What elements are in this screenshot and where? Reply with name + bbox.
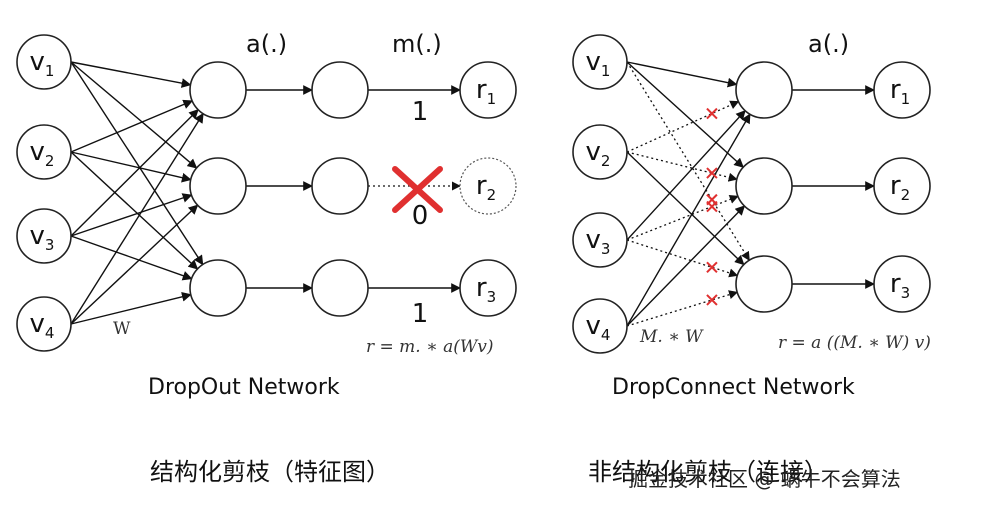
dropped-connection-marks (706, 107, 718, 306)
mask-value-2: 0 (412, 201, 429, 231)
dc-hidden-node-2 (735, 157, 793, 215)
input-label-v4: v4 (30, 309, 55, 342)
hidden-node-1 (189, 61, 247, 119)
w-edge-2-1 (70, 99, 194, 153)
dropped-connection-4-cross-icon (706, 200, 718, 213)
dropconnect-nodes: v1 v2 v3 v4 r1 r2 r3 (572, 34, 931, 354)
dropout-formula: r = m. ∗ a(Wv) (366, 337, 494, 357)
dropconnect-edges (626, 61, 875, 327)
connection-2-1 (626, 100, 740, 153)
dc-input-label-v4: v4 (586, 311, 611, 344)
connection-2-3 (626, 151, 745, 266)
dropout-title: DropOut Network (148, 375, 340, 400)
hidden-node-3 (189, 259, 247, 317)
dropped-connection-6-cross-icon (706, 294, 718, 306)
dc-output-label-r1: r1 (890, 75, 910, 108)
dc-input-node-v3 (572, 212, 628, 268)
output-label-r3: r3 (476, 273, 496, 306)
output-node-r1 (459, 61, 517, 119)
w-edge-1-3 (70, 61, 204, 266)
w-edge-1-1 (70, 61, 192, 88)
dc-input-node-v1 (572, 34, 628, 90)
w-edge-4-2 (70, 204, 199, 325)
dc-input-node-v4 (572, 298, 628, 354)
dc-output-label-r2: r2 (890, 171, 910, 204)
dropout-edges (70, 61, 461, 325)
w-edge-1-2 (70, 61, 198, 169)
dc-hidden-node-1 (735, 61, 793, 119)
output-label-r1: r1 (476, 75, 496, 108)
connection-1-2 (626, 61, 744, 168)
output-label-r2: r2 (476, 171, 496, 204)
activation-node-3 (311, 259, 369, 317)
dropped-connection-5-cross-icon (706, 261, 718, 273)
input-node-v2 (16, 124, 72, 180)
dropout-activation-label: a(.) (246, 30, 287, 58)
dropconnect-formula: r = a ((M. ∗ W) v) (778, 333, 931, 353)
connection-1-1 (626, 61, 738, 88)
dropconnect-activation-label: a(.) (808, 30, 849, 58)
w-edge-2-3 (70, 151, 199, 270)
dropped-connection-2-cross-icon (706, 107, 718, 120)
dc-output-node-r1 (873, 61, 931, 119)
connection-3-1 (626, 109, 746, 241)
dc-hidden-node-3 (735, 255, 793, 313)
dc-input-label-v3: v3 (586, 225, 611, 258)
connection-2-2 (626, 151, 738, 182)
connection-4-1 (626, 113, 751, 327)
dropconnect-weight-label: M. ∗ W (639, 327, 704, 347)
w-edge-4-1 (70, 112, 204, 325)
dc-output-label-r3: r3 (890, 269, 910, 302)
dropout-caption: 结构化剪枝（特征图） (150, 458, 390, 486)
input-label-v3: v3 (30, 221, 55, 254)
input-node-v3 (16, 208, 72, 264)
input-node-v1 (16, 34, 72, 90)
input-label-v1: v1 (30, 47, 55, 80)
dropped-output-cross-icon (392, 166, 443, 213)
dropout-nodes: v1 v2 v3 v4 r1 r2 r3 (16, 34, 517, 352)
dropconnect-title: DropConnect Network (612, 375, 855, 400)
connection-4-3 (626, 290, 739, 327)
connection-3-3 (626, 239, 739, 278)
activation-node-1 (311, 61, 369, 119)
mask-value-1: 1 (412, 97, 429, 127)
dc-input-node-v2 (572, 124, 628, 180)
dc-input-label-v2: v2 (586, 137, 611, 170)
dropout-weight-label: W (113, 319, 131, 339)
input-node-v4 (16, 296, 72, 352)
w-edge-3-3 (70, 235, 193, 281)
mask-value-3: 1 (412, 299, 429, 329)
w-edge-4-3 (70, 291, 192, 325)
dc-output-node-r3 (873, 255, 931, 313)
connection-4-2 (626, 205, 746, 327)
connection-1-3 (626, 61, 750, 261)
hidden-node-2 (189, 157, 247, 215)
connection-3-2 (626, 195, 739, 241)
output-node-r3 (459, 259, 517, 317)
dc-output-node-r2 (873, 157, 931, 215)
dropout-mask-label: m(.) (392, 30, 442, 58)
dropconnect-caption: 非结构化剪枝（连接） (588, 458, 828, 486)
w-edge-3-1 (70, 109, 199, 237)
output-node-r2 (459, 157, 517, 215)
w-edge-2-2 (70, 151, 192, 183)
watermark: 掘金技术社区 @ 蜗牛不会算法 (628, 467, 901, 491)
dc-input-label-v1: v1 (586, 47, 611, 80)
dropped-connection-3-cross-icon (706, 167, 718, 179)
activation-node-2 (311, 157, 369, 215)
input-label-v2: v2 (30, 137, 55, 170)
w-edge-3-2 (70, 193, 193, 237)
